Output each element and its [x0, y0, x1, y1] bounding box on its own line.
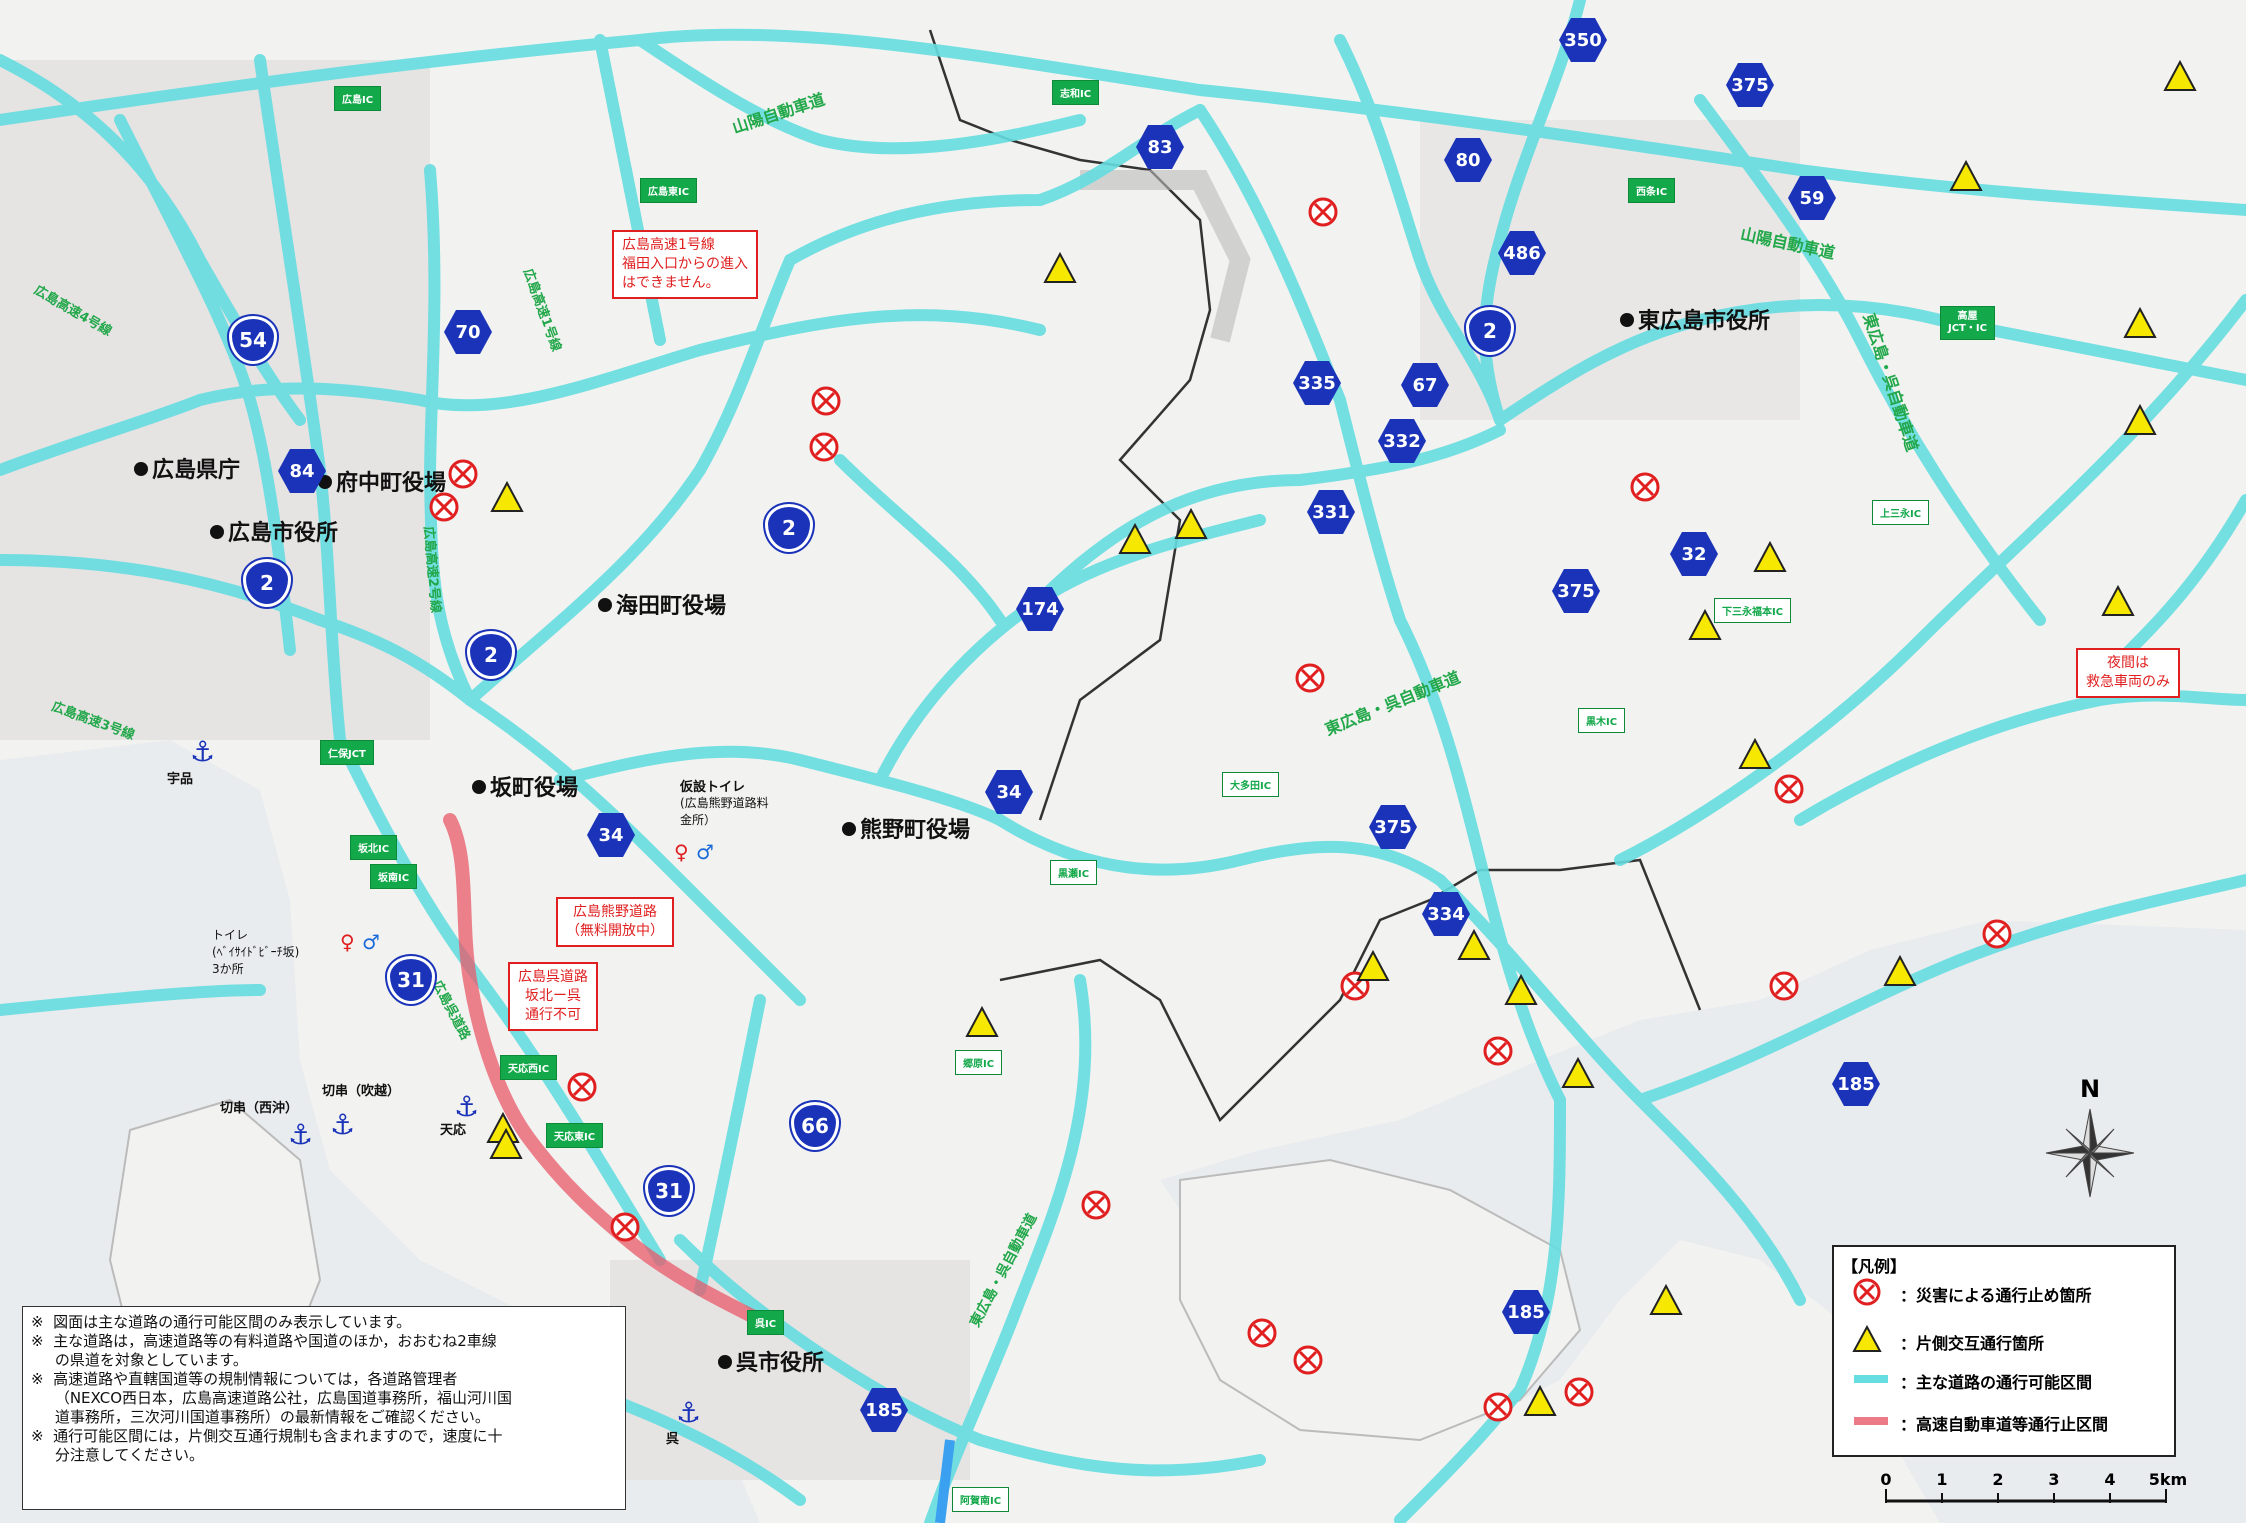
compass-north-label: N — [2080, 1075, 2100, 1103]
legend-row-closed: ：高速自動車道等通行止区間 — [1852, 1411, 2108, 1435]
legend-title: 【凡例】 — [1842, 1257, 1907, 1276]
note-text: ※ 高速道路や直轄国道等の規制情報については，各道路管理者 （NEXCO西日本，… — [31, 1370, 513, 1426]
office-kure: 呉市役所 — [718, 1345, 824, 1377]
port-anchor-icon: ⚓ — [330, 1108, 356, 1141]
scale-bar: 0 1 2 3 4 5km — [1880, 1470, 2187, 1503]
place-label: 切串（西沖） — [220, 1101, 299, 1116]
toilet-icon: ♂ — [696, 840, 714, 864]
notice-box: 夜間は 救急車両のみ — [2076, 648, 2180, 698]
toilet-label: (広島熊野道路料 金所） — [680, 796, 769, 827]
ic-label: 天応西IC — [500, 1055, 558, 1080]
route-hex-sign: 185 — [860, 1388, 908, 1432]
note-text: ※ 主な道路は，高速道路等の有料道路や国道のほか，おおむね2車線 の県道を対象と… — [31, 1332, 497, 1369]
toilet-label: 仮設トイレ — [680, 780, 746, 795]
scale-tick: 1 — [1936, 1470, 1947, 1489]
closure-icon — [1853, 1278, 1881, 1306]
ic-label: 郷原IC — [955, 1050, 1003, 1075]
ic-label: 下三永福本IC — [1714, 598, 1792, 623]
ic-label: 広島東IC — [640, 178, 698, 203]
ic-label: 上三永IC — [1872, 500, 1930, 525]
route-hex-sign: 335 — [1293, 361, 1341, 405]
scale-tick: 3 — [2048, 1470, 2059, 1489]
legend-closed-text: ：高速自動車道等通行止区間 — [1900, 1415, 2109, 1434]
ic-label: 坂北IC — [350, 835, 398, 860]
ic-label: 呉IC — [747, 1310, 785, 1335]
notice-box: 広島高速1号線 福田入口からの進入 はできません。 — [612, 230, 758, 299]
alternate-traffic-icon — [1852, 1324, 1882, 1352]
scale-tick: 5km — [2149, 1470, 2187, 1489]
toilet-label: トイレ (ﾍﾞｲｻｲﾄﾞﾋﾞｰﾁ坂) 3か所 — [212, 928, 300, 976]
toilet-icon: ♀ — [674, 840, 689, 864]
route-shield-sign: 2 — [1466, 307, 1514, 355]
legend-row-open: ：主な道路の通行可能区間 — [1852, 1369, 2092, 1393]
ic-label: 高屋 JCT・IC — [1940, 306, 1995, 340]
ic-label: 志和IC — [1052, 80, 1100, 105]
ic-label: 黒木IC — [1578, 708, 1626, 733]
place-label: 切串（吹越） — [322, 1084, 401, 1099]
scale-tick: 0 — [1880, 1470, 1891, 1489]
scale-tick: 4 — [2104, 1470, 2115, 1489]
ic-label: 天応東IC — [546, 1123, 604, 1148]
ic-label: 坂南IC — [370, 864, 418, 889]
ic-label: 大多田IC — [1222, 772, 1280, 797]
route-hex-sign: 375 — [1726, 63, 1774, 107]
route-shield-sign: 66 — [791, 1102, 839, 1150]
toilet-icon: ♂ — [362, 930, 380, 954]
route-hex-sign: 332 — [1378, 419, 1426, 463]
ic-label: 仁保JCT — [320, 740, 374, 765]
compass-rose: N — [2045, 1075, 2135, 1198]
ic-label: 西条IC — [1628, 178, 1676, 203]
closure-marker-group — [429, 197, 2012, 1422]
route-shield-sign: 31 — [645, 1167, 693, 1215]
legend-open-text: ：主な道路の通行可能区間 — [1900, 1373, 2093, 1392]
office-hiroshima-pref: 広島県庁 — [134, 452, 240, 484]
closed-road-swatch — [1854, 1417, 1888, 1425]
office-saka: 坂町役場 — [472, 770, 578, 802]
place-label: 呉 — [666, 1432, 680, 1447]
ic-label: 阿賀南IC — [952, 1487, 1010, 1512]
notice-box: 広島熊野道路 （無料開放中） — [556, 897, 674, 947]
note-text: ※ 図面は主な道路の通行可能区間のみ表示しています。 — [31, 1313, 412, 1331]
port-anchor-icon: ⚓ — [676, 1396, 702, 1429]
route-hex-sign: 67 — [1401, 363, 1449, 407]
route-shield-sign: 2 — [243, 559, 291, 607]
office-kumano: 熊野町役場 — [842, 812, 970, 844]
toilet-icon: ♀ — [340, 930, 355, 954]
alternate-marker-group — [487, 61, 2196, 1416]
port-anchor-icon: ⚓ — [190, 735, 216, 768]
office-higashihiroshima: 東広島市役所 — [1620, 303, 1770, 335]
route-hex-sign: 185 — [1832, 1062, 1880, 1106]
note-text: ※ 通行可能区間には，片側交互通行規制も含まれますので，速度に十 分注意してくだ… — [31, 1427, 503, 1464]
legend-row-alternate: ：片側交互通行箇所 — [1852, 1324, 2045, 1359]
route-hex-sign: 70 — [444, 310, 492, 354]
office-kaita: 海田町役場 — [598, 588, 726, 620]
port-anchor-icon: ⚓ — [454, 1090, 480, 1123]
notes-box: ※ 図面は主な道路の通行可能区間のみ表示しています。 ※ 主な道路は，高速道路等… — [22, 1306, 626, 1510]
open-road-swatch — [1854, 1375, 1888, 1383]
legend-row-closure: ：災害による通行止め箇所 — [1852, 1277, 2092, 1311]
legend-closure-text: ：災害による通行止め箇所 — [1900, 1286, 2092, 1305]
place-label: 宇品 — [167, 772, 194, 787]
ic-label: 広島IC — [334, 86, 382, 111]
route-shield-sign: 2 — [765, 504, 813, 552]
route-shield-sign: 31 — [387, 956, 435, 1004]
office-fuchu: 府中町役場 — [318, 465, 446, 497]
place-label: 天応 — [440, 1123, 467, 1138]
route-shield-sign: 54 — [229, 316, 277, 364]
legend: 【凡例】 ：災害による通行止め箇所 ：片側交互通行箇所 ：主な道路の通行可能区間… — [1832, 1245, 2176, 1457]
scale-tick: 2 — [1992, 1470, 2003, 1489]
route-shield-sign: 2 — [467, 631, 515, 679]
ic-label: 黒瀬IC — [1050, 860, 1098, 885]
notice-box: 広島呉道路 坂北ー呉 通行不可 — [508, 962, 598, 1031]
route-hex-sign: 84 — [278, 449, 326, 493]
port-anchor-icon: ⚓ — [288, 1118, 314, 1151]
route-hex-sign: 185 — [1502, 1290, 1550, 1334]
legend-alternate-text: ：片側交互通行箇所 — [1900, 1334, 2045, 1353]
office-hiroshima-city: 広島市役所 — [210, 515, 338, 547]
